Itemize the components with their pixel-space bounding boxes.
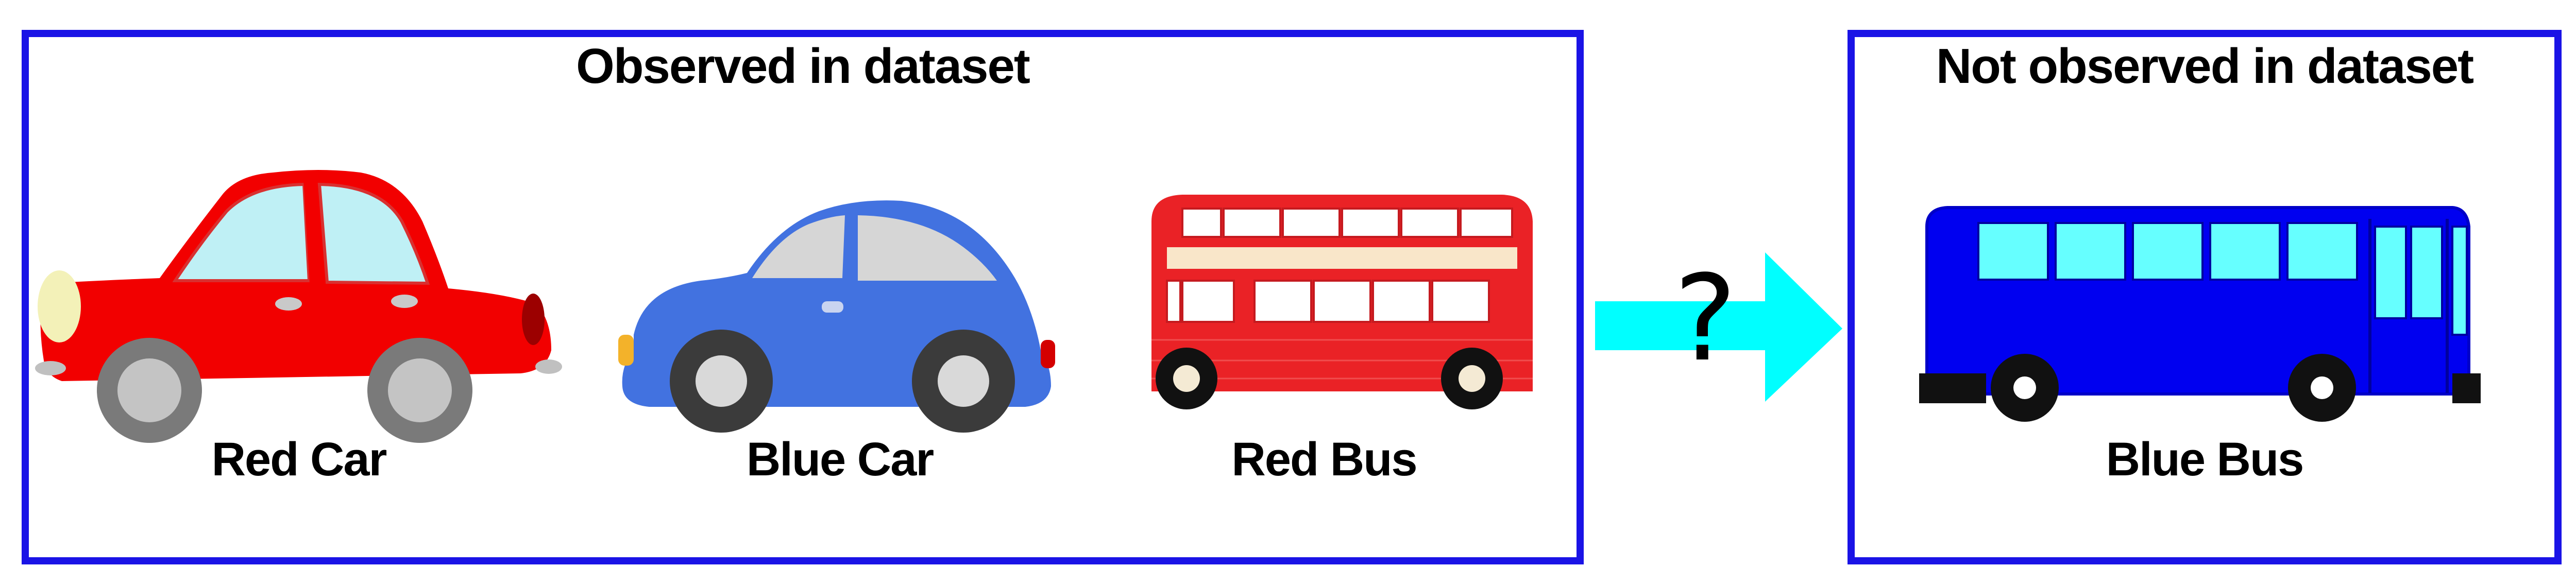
unobserved-title: Not observed in dataset <box>1936 39 2474 94</box>
red-car-icon <box>35 170 562 443</box>
blue-car-icon <box>618 200 1055 433</box>
red-bus-icon <box>1151 195 1533 409</box>
blue-bus-label: Blue Bus <box>2106 433 2304 486</box>
right-arrow-icon <box>1595 252 1842 402</box>
red-car-label: Red Car <box>211 433 387 486</box>
blue-car-label: Blue Car <box>746 433 934 486</box>
question-mark: ? <box>1673 250 1737 388</box>
blue-bus-icon <box>1919 206 2481 422</box>
observed-title: Observed in dataset <box>576 39 1030 94</box>
red-bus-label: Red Bus <box>1231 433 1417 486</box>
